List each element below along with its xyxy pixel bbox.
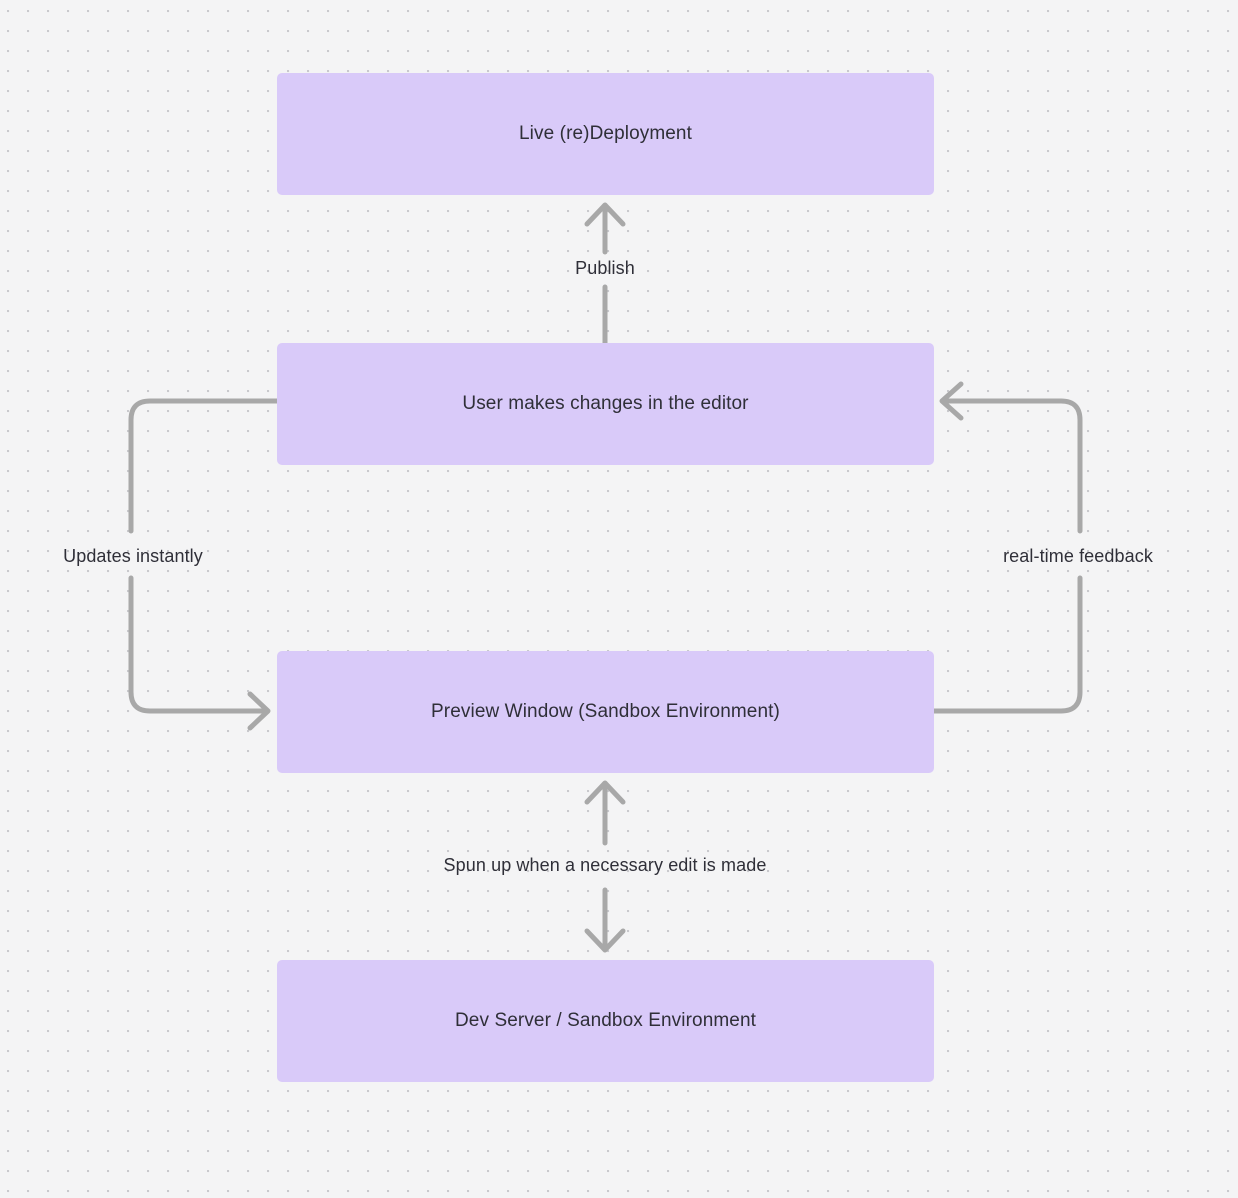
node-preview-window-label: Preview Window (Sandbox Environment) xyxy=(431,700,780,722)
edge-spun-up-arrowhead-up-icon xyxy=(584,780,626,805)
node-user-edits[interactable]: User makes changes in the editor xyxy=(277,343,934,465)
node-live-deployment[interactable]: Live (re)Deployment xyxy=(277,73,934,195)
edge-real-time-feedback-lower-segment xyxy=(931,575,1083,714)
edge-updates-instantly-upper-segment xyxy=(128,398,280,534)
node-dev-server[interactable]: Dev Server / Sandbox Environment xyxy=(277,960,934,1082)
edge-real-time-feedback-arrowhead-icon xyxy=(939,381,964,421)
edge-updates-instantly-lower-segment xyxy=(128,575,265,714)
node-preview-window[interactable]: Preview Window (Sandbox Environment) xyxy=(277,651,934,773)
node-user-edits-label: User makes changes in the editor xyxy=(462,392,749,414)
edge-label-updates-instantly: Updates instantly xyxy=(63,546,203,567)
edge-updates-instantly-arrowhead-icon xyxy=(247,691,271,731)
edge-label-spun-up: Spun up when a necessary edit is made xyxy=(443,855,767,876)
edge-publish-arrowhead-icon xyxy=(584,202,626,227)
edge-label-real-time-feedback: real-time feedback xyxy=(1003,546,1153,567)
node-dev-server-label: Dev Server / Sandbox Environment xyxy=(454,1009,756,1031)
node-live-deployment-label: Live (re)Deployment xyxy=(519,122,692,144)
edge-real-time-feedback-upper-segment xyxy=(945,398,1083,534)
edge-spun-up-arrowhead-down-icon xyxy=(584,928,626,953)
edge-label-publish: Publish xyxy=(575,258,635,279)
